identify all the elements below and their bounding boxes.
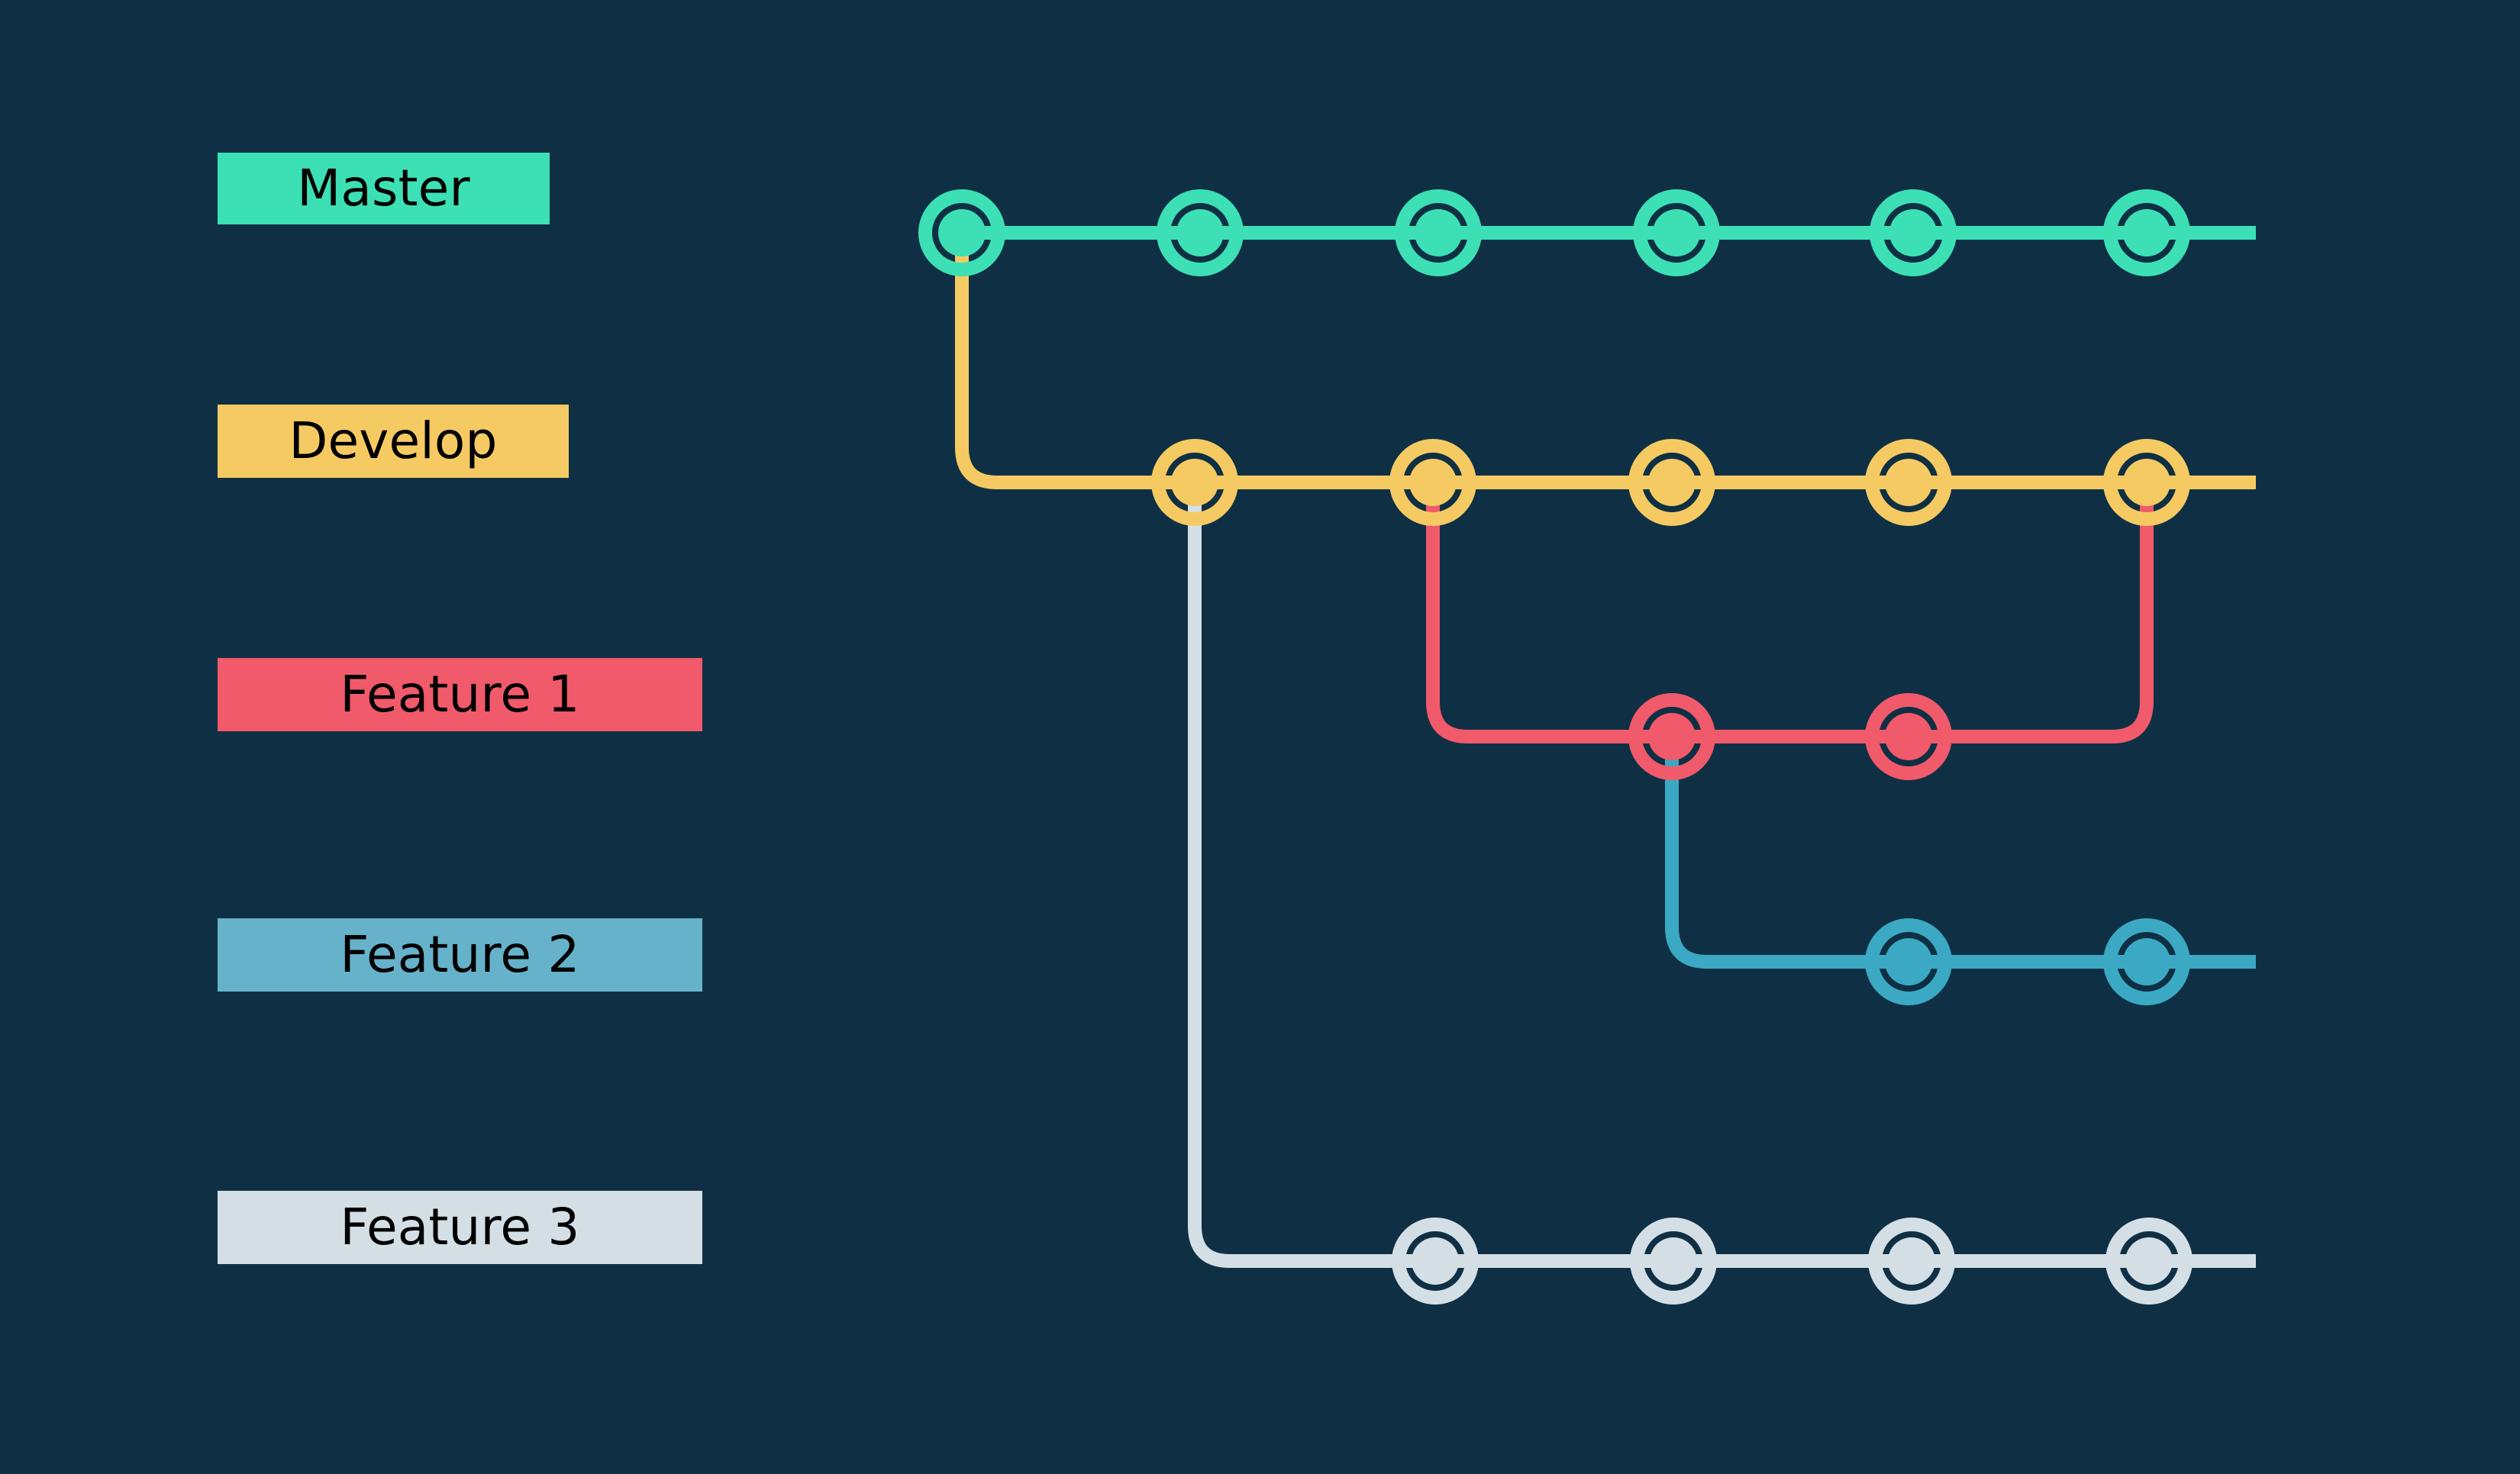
- commit-node-core: [2125, 1237, 2173, 1285]
- commit-node-ring: [1395, 189, 1482, 276]
- commit-node-core: [2123, 459, 2170, 506]
- commit-node-ring: [1630, 1218, 1717, 1305]
- commit-node-ring: [1392, 1218, 1479, 1305]
- commit-node-develop-5[interactable]: [2103, 439, 2190, 526]
- commit-node-feature3-2[interactable]: [1630, 1218, 1717, 1305]
- commit-node-core: [1650, 1237, 1697, 1285]
- commit-node-develop-4[interactable]: [1865, 439, 1952, 526]
- commit-node-core: [1653, 209, 1700, 256]
- commit-node-master-4[interactable]: [1633, 189, 1720, 276]
- commit-node-ring: [1389, 439, 1476, 526]
- commit-node-ring: [1157, 189, 1244, 276]
- commit-node-ring: [2103, 918, 2190, 1005]
- commit-node-core: [1409, 459, 1457, 506]
- commit-node-feature3-4[interactable]: [2105, 1218, 2192, 1305]
- commit-node-ring: [1865, 918, 1952, 1005]
- commit-node-ring: [1870, 189, 1957, 276]
- commit-node-feature3-1[interactable]: [1392, 1218, 1479, 1305]
- commit-node-core: [1415, 209, 1462, 256]
- connector-feature1-to-develop: [1909, 482, 2154, 743]
- commit-node-core: [2123, 209, 2170, 256]
- commit-node-core: [1888, 1237, 1935, 1285]
- commit-node-feature2-2[interactable]: [2103, 918, 2190, 1005]
- commit-node-ring: [1865, 693, 1952, 780]
- commit-node-ring: [1865, 439, 1952, 526]
- commit-node-ring: [1633, 189, 1720, 276]
- commit-node-core: [1885, 938, 1932, 985]
- commit-node-feature1-1[interactable]: [1628, 693, 1715, 780]
- commit-node-core: [1885, 713, 1932, 760]
- commit-node-ring: [1628, 439, 1715, 526]
- commit-node-feature2-1[interactable]: [1865, 918, 1952, 1005]
- commit-node-ring: [1151, 439, 1238, 526]
- commit-node-core: [1176, 209, 1224, 256]
- connector-master-to-develop: [955, 233, 1195, 489]
- commit-node-core: [1889, 209, 1937, 256]
- commit-node-core: [1648, 713, 1696, 760]
- commit-node-develop-1[interactable]: [1151, 439, 1238, 526]
- commit-node-ring: [1868, 1218, 1955, 1305]
- commit-node-master-5[interactable]: [1870, 189, 1957, 276]
- commit-node-ring: [918, 189, 1005, 276]
- graph-edges-layer: [962, 226, 2256, 1268]
- commit-node-core: [1885, 459, 1932, 506]
- commit-node-core: [1412, 1237, 1459, 1285]
- commit-node-develop-2[interactable]: [1389, 439, 1476, 526]
- connector-develop-to-feature3: [1188, 482, 1435, 1268]
- commit-node-master-2[interactable]: [1157, 189, 1244, 276]
- commit-node-core: [2123, 938, 2170, 985]
- commit-node-feature3-3[interactable]: [1868, 1218, 1955, 1305]
- connector-feature1-to-feature2: [1665, 737, 1909, 969]
- graph-connectors-layer: [955, 233, 2154, 1268]
- commit-node-master-3[interactable]: [1395, 189, 1482, 276]
- commit-node-ring: [1628, 693, 1715, 780]
- commit-node-core: [938, 209, 986, 256]
- connector-develop-to-feature1: [1426, 482, 1672, 743]
- commit-node-master-6[interactable]: [2103, 189, 2190, 276]
- commit-node-ring: [2103, 189, 2190, 276]
- commit-node-core: [1648, 459, 1696, 506]
- commit-node-feature1-2[interactable]: [1865, 693, 1952, 780]
- commit-node-ring: [2103, 439, 2190, 526]
- commit-node-master-1[interactable]: [918, 189, 1005, 276]
- commit-node-develop-3[interactable]: [1628, 439, 1715, 526]
- commit-node-core: [1171, 459, 1218, 506]
- graph-nodes-layer: [918, 189, 2192, 1305]
- commit-node-ring: [2105, 1218, 2192, 1305]
